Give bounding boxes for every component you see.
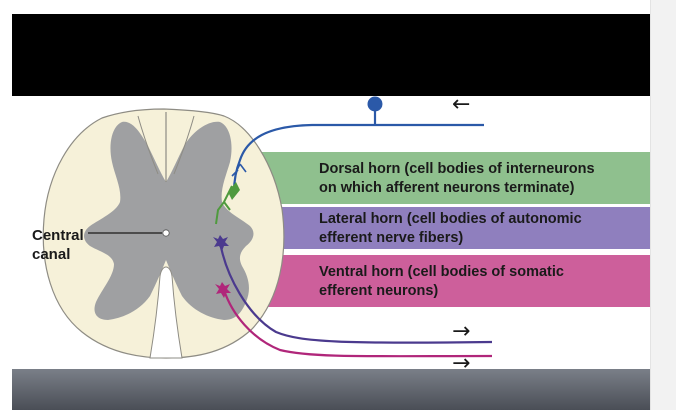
slide: ← → → Dorsal horn (cell bodies of intern… — [12, 14, 650, 410]
central-canal-label: Central canal — [32, 227, 84, 263]
afferent-direction-arrow: ← — [452, 92, 470, 117]
lateral-horn-band — [250, 207, 650, 249]
posterior-intermediate-septum-left — [137, 115, 159, 175]
spinal-cord-diagram: ← → → — [42, 92, 650, 376]
afferent-neuron-axon — [232, 123, 484, 193]
ventral-horn-band — [250, 255, 650, 307]
somatic-cell-body — [215, 282, 231, 298]
afferent-terminal-branches — [231, 163, 247, 177]
autonomic-direction-arrow: → — [452, 319, 470, 344]
dorsal-horn-band — [250, 152, 650, 204]
central-canal — [162, 229, 170, 237]
window-right-edge — [650, 0, 676, 410]
gray-matter — [84, 121, 254, 320]
slide-footer-band — [12, 369, 650, 410]
posterior-intermediate-septum-right — [173, 115, 195, 175]
slide-header-band — [12, 14, 650, 96]
autonomic-efferent-axon — [218, 241, 493, 344]
autonomic-cell-body — [213, 235, 229, 251]
ventral-horn-label: Ventral horn (cell bodies of somatic eff… — [319, 264, 564, 299]
dorsal-horn-label: Dorsal horn (cell bodies of interneurons… — [319, 161, 595, 196]
lateral-horn-label: Lateral horn (cell bodies of autonomic e… — [319, 211, 582, 246]
afferent-cell-body — [367, 96, 383, 112]
interneuron-cell-body — [228, 182, 240, 200]
anterior-median-fissure — [149, 266, 183, 359]
somatic-efferent-axon — [222, 289, 493, 358]
